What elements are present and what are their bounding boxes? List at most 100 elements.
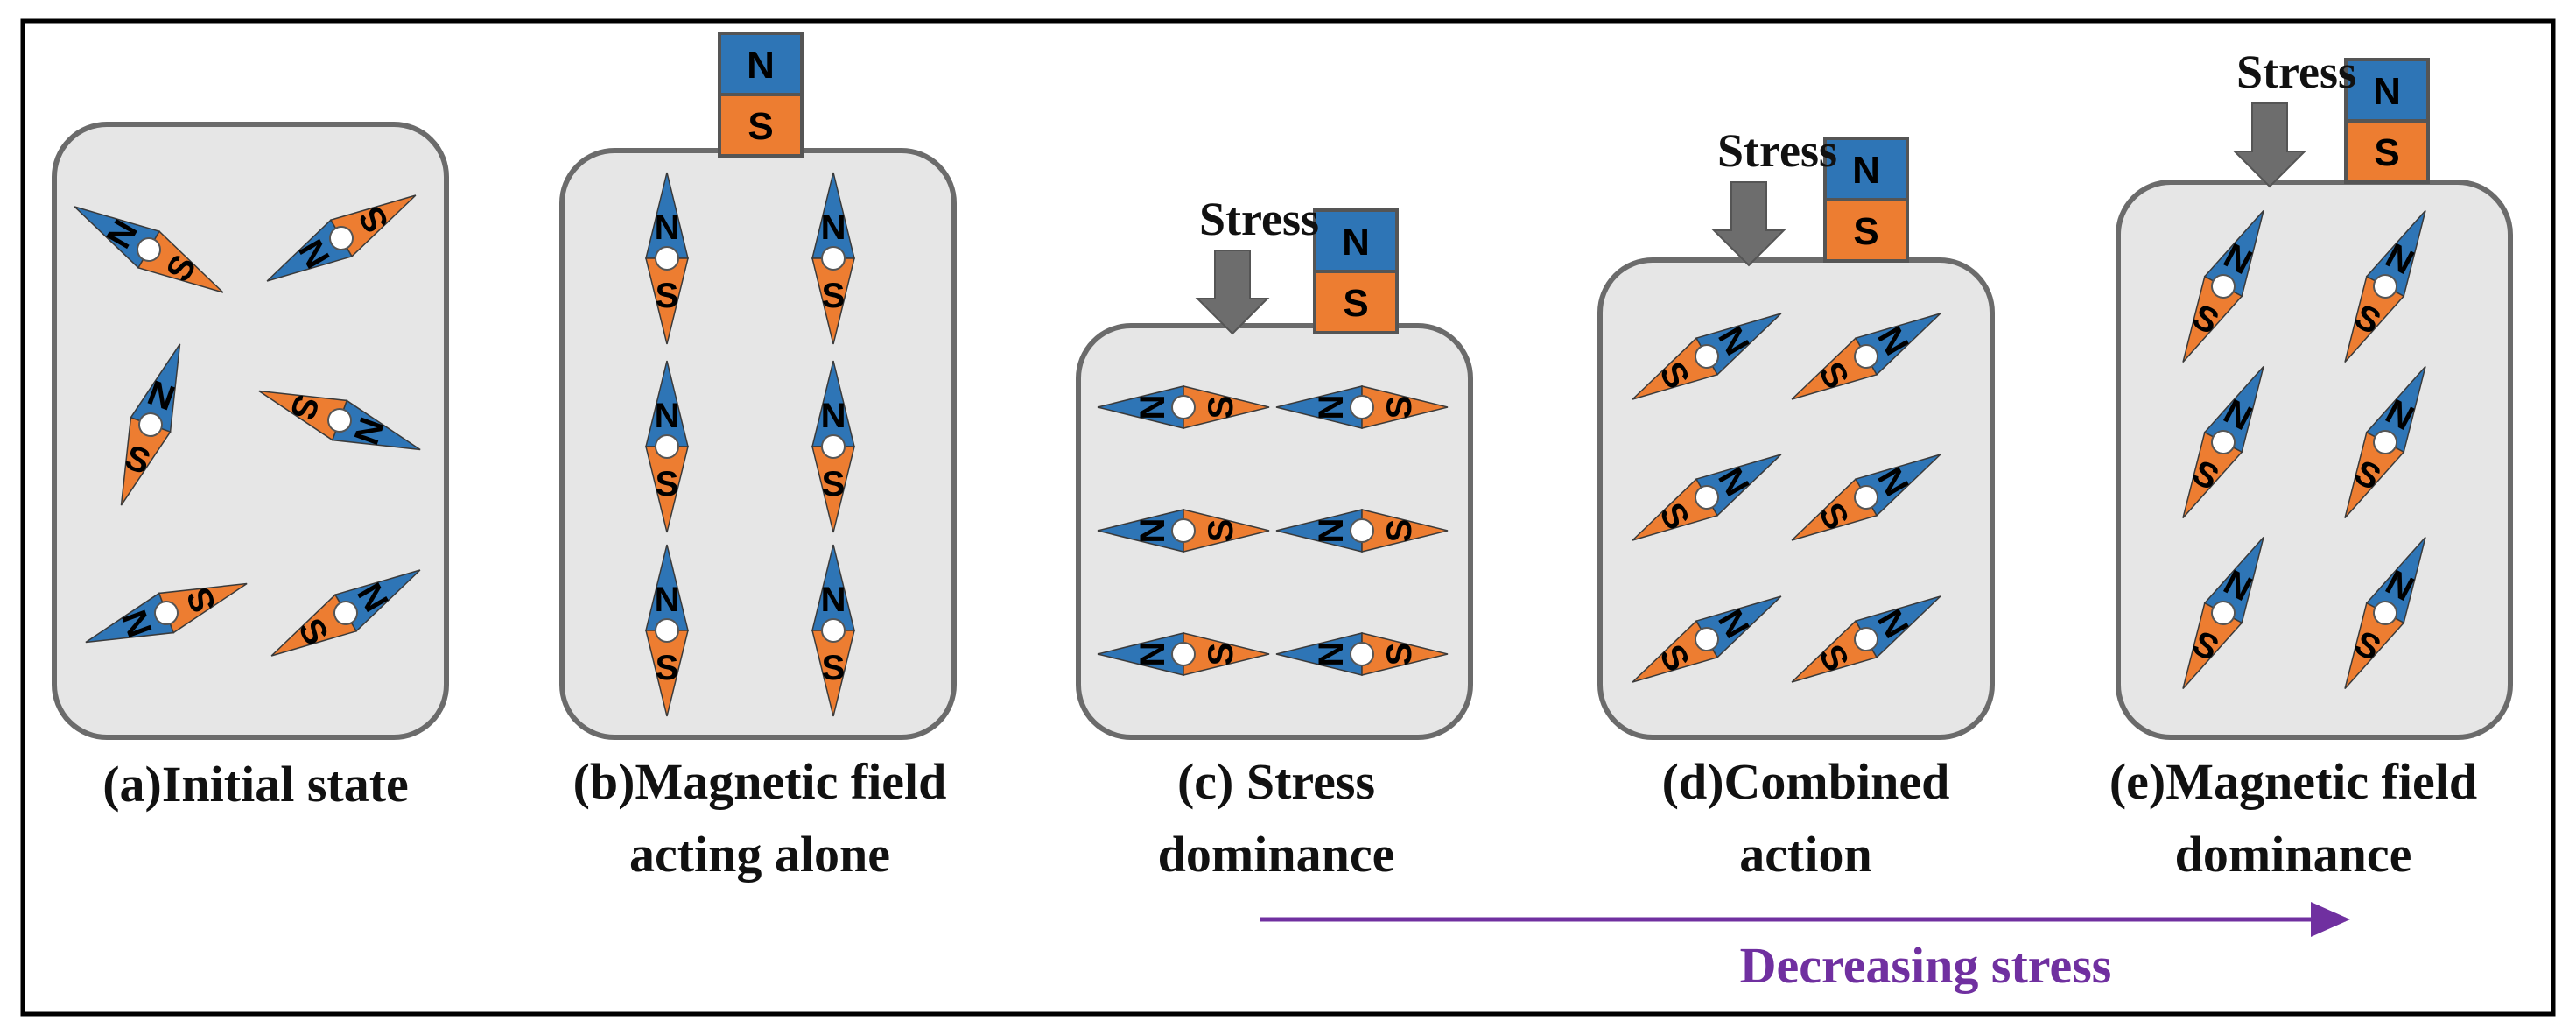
trend-label: Decreasing stress [1740,937,2112,994]
panel-caption-line: (b)Magnetic field [573,753,947,810]
compass-needle: NS [1791,595,1941,683]
needle-pivot [655,434,679,459]
needle-north-label: N [1312,518,1351,544]
magnet-north-pole [1313,208,1399,273]
needle-pivot [1695,344,1719,369]
magnet-south-pole [1313,270,1399,334]
bar-magnet: NS [718,32,804,158]
bar-magnet: NS [1313,208,1399,334]
stress-label: Stress [1199,193,1319,245]
needle-pivot [154,601,179,625]
magnet-south-label: S [1853,210,1878,253]
compass-needle: NS [811,544,855,717]
magnet-south-label: S [2374,131,2399,174]
needle-south-label: S [1202,643,1240,666]
panel-caption-line: (c) Stress [1177,753,1375,810]
needle-north-label: N [821,581,846,619]
needle-pivot [327,408,352,433]
bar-magnet: NS [2344,58,2430,184]
needle-south-label: S [1380,643,1419,666]
needle-pivot [329,226,354,250]
panel-caption-line: dominance [1158,826,1395,883]
stress-arrow [2232,102,2307,188]
needle-south-label: S [656,465,679,503]
needle-north-label: N [655,208,680,247]
needle-pivot [2373,601,2397,625]
specimen-box [52,122,449,740]
needle-south-label: S [822,465,846,503]
needle-pivot [2211,274,2236,299]
needle-pivot [1854,344,1878,369]
compass-needle: NS [1791,313,1941,400]
needle-pivot [333,601,358,625]
needle-north-label: N [1134,518,1172,544]
needle-pivot [1350,395,1374,419]
stress-arrow [1711,181,1786,267]
needle-pivot [137,237,161,262]
stress-indicator: Stress [2232,46,2356,188]
needle-pivot [1171,518,1196,543]
compass-needle: NS [270,569,421,657]
panel-caption-line: (a)Initial state [102,756,409,813]
magnet-north-label: N [1852,149,1880,192]
needle-pivot [821,618,846,643]
magnet-north-label: N [1342,221,1370,264]
trend-indicator: Decreasing stress [1260,902,2350,994]
needle-south-label: S [1202,519,1240,543]
panel-caption-line: dominance [2175,826,2412,883]
needle-south-label: S [1380,519,1419,543]
magnet-north-pole [2344,58,2430,123]
needle-north-label: N [821,397,846,435]
magnet-north-label: N [2373,70,2401,113]
compass-needle: NS [1632,313,1782,400]
stress-label: Stress [2236,46,2356,98]
needle-south-label: S [656,277,679,315]
needle-pivot [655,246,679,271]
stress-label: Stress [1717,124,1837,177]
panel-caption-line: acting alone [629,826,890,883]
stress-arrow [1195,250,1270,335]
needle-pivot [2373,274,2397,299]
needle-pivot [2211,601,2236,625]
stress-indicator: Stress [1711,124,1837,267]
needle-south-label: S [1202,396,1240,419]
needle-pivot [1350,642,1374,666]
compass-needle: NS [1632,595,1782,683]
panel-caption-line: (e)Magnetic field [2109,753,2477,810]
magnet-south-pole [1823,198,1909,263]
needle-pivot [138,412,163,437]
needle-south-label: S [822,649,846,687]
needle-north-label: N [1312,395,1351,420]
stress-indicator: Stress [1195,193,1319,335]
bar-magnet: NS [1823,137,1909,263]
magnet-north-label: N [747,44,775,87]
needle-north-label: N [655,581,680,619]
needle-pivot [821,246,846,271]
needle-pivot [2373,430,2397,454]
compass-needle: NS [645,544,689,717]
magnet-south-label: S [748,105,773,148]
compass-needle: NS [811,360,855,533]
needle-south-label: S [656,649,679,687]
panel-caption-line: action [1739,826,1871,883]
needle-pivot [1695,485,1719,510]
magnet-south-pole [2344,119,2430,184]
specimen-box [559,148,957,740]
needle-north-label: N [1312,642,1351,667]
needle-pivot [1854,485,1878,510]
magnet-north-pole [718,32,804,96]
needle-north-label: N [655,397,680,435]
needle-south-label: S [822,277,846,315]
needle-north-label: N [821,208,846,247]
magnet-north-pole [1823,137,1909,201]
